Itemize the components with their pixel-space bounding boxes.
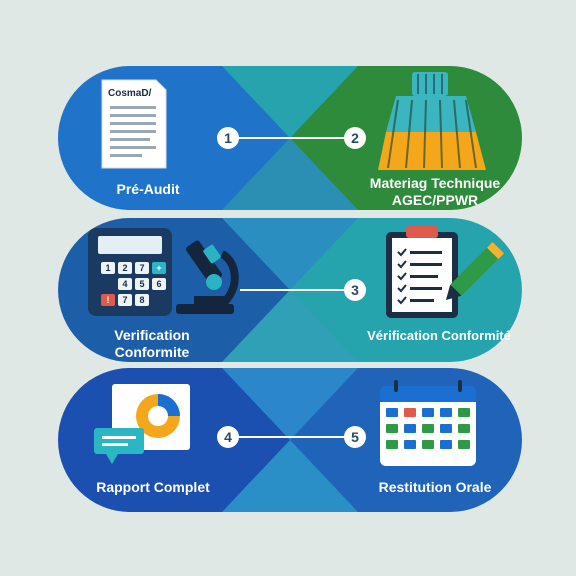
chart-chat-icon	[94, 384, 190, 464]
step-label-materiag-line1: Materiag Technique	[369, 175, 501, 191]
step-number-2: 2	[344, 127, 366, 149]
step-number-1: 1	[217, 127, 239, 149]
calculator-key: 5	[135, 278, 149, 290]
clipboard-checklist-icon	[386, 226, 504, 318]
row-3-top-diamond	[222, 368, 358, 440]
calculator-key: 1	[101, 262, 115, 274]
row-2-top-diamond	[222, 218, 358, 290]
row-3-bottom-diamond	[222, 440, 358, 512]
calculator-key: !	[101, 294, 115, 306]
microscope-icon	[176, 240, 239, 314]
calculator-key: 2	[118, 262, 132, 274]
step-number-5: 5	[344, 426, 366, 448]
step-label-restitution-orale: Restitution Orale	[378, 479, 492, 495]
calculator-key: +	[152, 262, 166, 274]
calculator-key: 7	[135, 262, 149, 274]
calculator-key: 4	[118, 278, 132, 290]
brush-icon	[378, 72, 486, 170]
row-1-bottom-diamond	[222, 138, 358, 210]
step-label-verification-line1: Verification	[114, 327, 190, 343]
step-label-verification-conformite: Vérification Conformité	[367, 328, 511, 343]
calendar-icon	[380, 380, 476, 466]
document-title: CosmaD/	[108, 88, 152, 99]
row-1-top-diamond	[222, 66, 358, 138]
step-label-materiag-line2: AGEC/PPWR	[391, 192, 479, 208]
row-2-bottom-diamond	[222, 290, 358, 362]
step-number-3: 3	[344, 279, 366, 301]
step-label-rapport-complet: Rapport Complet	[96, 479, 210, 495]
step-label-pre-audit: Pré-Audit	[116, 181, 180, 197]
step-label-verification-line2: Conformite	[114, 344, 190, 360]
step-number-4: 4	[217, 426, 239, 448]
calculator-key: 6	[152, 278, 166, 290]
calculator-key: 8	[135, 294, 149, 306]
document-icon	[101, 79, 167, 169]
calculator-key: 7	[118, 294, 132, 306]
pencil-icon	[445, 242, 504, 301]
